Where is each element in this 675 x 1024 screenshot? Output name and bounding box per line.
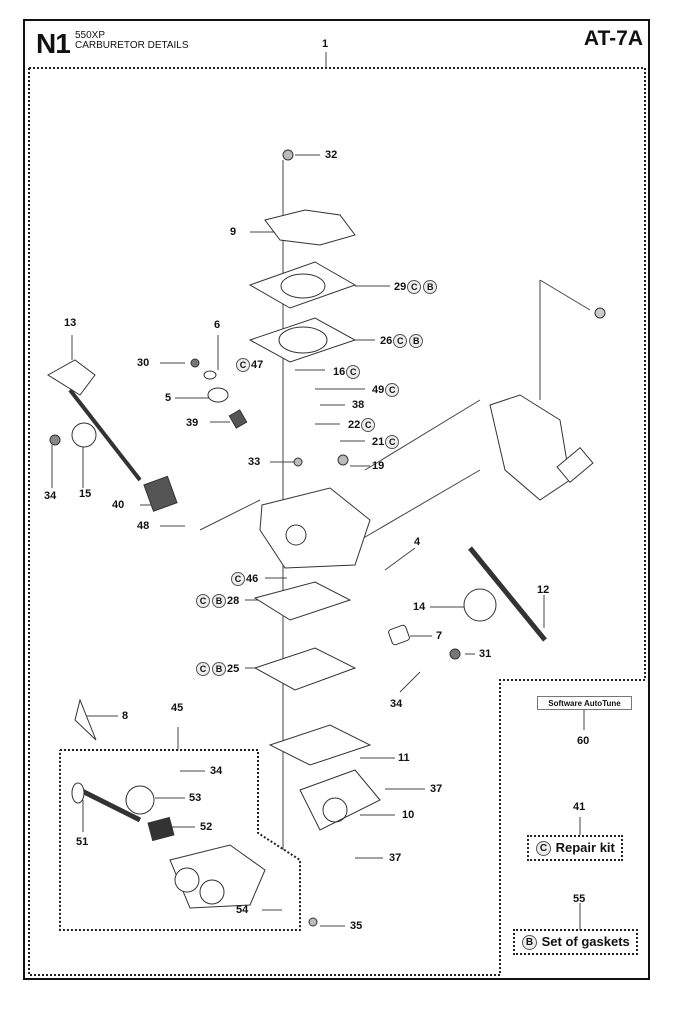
part-45-throttle-housing xyxy=(169,844,266,909)
repair-kit-badge: C xyxy=(385,383,400,397)
callout-34-throttle: 34 xyxy=(44,490,57,502)
part-13-throttle-lever xyxy=(47,359,96,396)
part-14-throttle-plate xyxy=(463,588,497,622)
gasket-set-badge: B xyxy=(409,334,424,348)
callout-10: 10 xyxy=(402,809,415,821)
callout-1: 1 xyxy=(322,38,329,50)
callout-38: 38 xyxy=(352,399,365,411)
assembly-boundary xyxy=(28,67,646,976)
gasket-set-label: Set of gaskets xyxy=(541,934,630,949)
part-shapes xyxy=(47,149,606,927)
page-reference: AT-7A xyxy=(583,27,643,50)
repair-kit-badge: C xyxy=(385,435,400,449)
gasket-set-badge: B xyxy=(423,280,438,294)
page-frame xyxy=(23,19,650,980)
carburetor-body xyxy=(259,487,371,569)
callout-39: 39 xyxy=(186,417,199,429)
part-7-lever xyxy=(388,624,410,646)
callout-31: 31 xyxy=(479,648,492,660)
part-40-spring xyxy=(143,475,178,512)
callout-37-upper: 37 xyxy=(430,783,443,795)
callout-34-lever: 34 xyxy=(390,698,403,710)
part-11-pump-cover xyxy=(268,724,372,766)
callout-15: 15 xyxy=(79,488,92,500)
callout-60: 60 xyxy=(577,735,590,747)
callout-35: 35 xyxy=(350,920,363,932)
callout-11: 11 xyxy=(398,752,410,764)
callout-9: 9 xyxy=(230,226,237,238)
repair-kit-badge: C xyxy=(346,365,361,379)
part-15-disc xyxy=(71,422,97,448)
software-autotune-box: Software AutoTune xyxy=(537,696,632,710)
repair-kit-badge: C xyxy=(196,594,210,608)
callout-48: 48 xyxy=(137,520,150,532)
repair-kit-badge: C xyxy=(407,280,422,294)
repair-kit-legend: C Repair kit xyxy=(527,835,623,861)
part-9-cover xyxy=(264,209,356,246)
page-title: CARBURETOR DETAILS xyxy=(75,40,189,51)
callout-14: 14 xyxy=(413,601,426,613)
repair-kit-label: Repair kit xyxy=(555,840,615,855)
gasket-set-badge: B xyxy=(212,662,226,676)
callout-45: 45 xyxy=(171,702,184,714)
part-39-spring xyxy=(228,409,248,429)
callout-8: 8 xyxy=(122,710,129,722)
callout-37-lower: 37 xyxy=(389,852,402,864)
gasket-set-legend: B Set of gaskets xyxy=(513,929,638,955)
repair-kit-badge: C xyxy=(196,662,210,676)
section-code: N1 xyxy=(36,28,71,59)
part-29-diaphragm xyxy=(248,261,357,309)
callout-33: 33 xyxy=(248,456,261,468)
callout-54: 54 xyxy=(236,904,249,916)
part-10-adapter xyxy=(299,769,381,831)
part-52-spring xyxy=(147,816,175,842)
callout-19: 19 xyxy=(372,460,385,472)
callout-13: 13 xyxy=(64,317,77,329)
callout-40: 40 xyxy=(112,499,125,511)
repair-kit-badge: C xyxy=(236,358,250,372)
callout-41: 41 xyxy=(573,801,586,813)
callout-53: 53 xyxy=(189,792,202,804)
callout-7: 7 xyxy=(436,630,443,642)
callout-6: 6 xyxy=(214,319,221,331)
gasket-set-badge: B xyxy=(212,594,226,608)
callout-34-housing: 34 xyxy=(210,765,223,777)
callout-12: 12 xyxy=(537,584,550,596)
part-26-gasket xyxy=(248,317,357,363)
subassembly-45-boundary xyxy=(59,749,301,931)
gasket-set-badge: B xyxy=(522,935,537,951)
callout-30: 30 xyxy=(137,357,150,369)
callout-4: 4 xyxy=(414,536,421,548)
repair-kit-badge: C xyxy=(361,418,376,432)
repair-kit-badge: C xyxy=(536,841,551,857)
part-25-gasket xyxy=(253,647,357,691)
callout-52: 52 xyxy=(200,821,213,833)
repair-kit-badge: C xyxy=(231,572,245,586)
callout-32: 32 xyxy=(325,149,338,161)
model-name: 550XP xyxy=(75,30,106,41)
callout-55: 55 xyxy=(573,893,586,905)
autotune-harness xyxy=(489,394,571,501)
repair-kit-badge: C xyxy=(393,334,408,348)
part-53-plate xyxy=(125,785,155,815)
callout-5: 5 xyxy=(165,392,172,404)
part-28-gasket xyxy=(253,581,352,621)
callout-51: 51 xyxy=(76,836,89,848)
